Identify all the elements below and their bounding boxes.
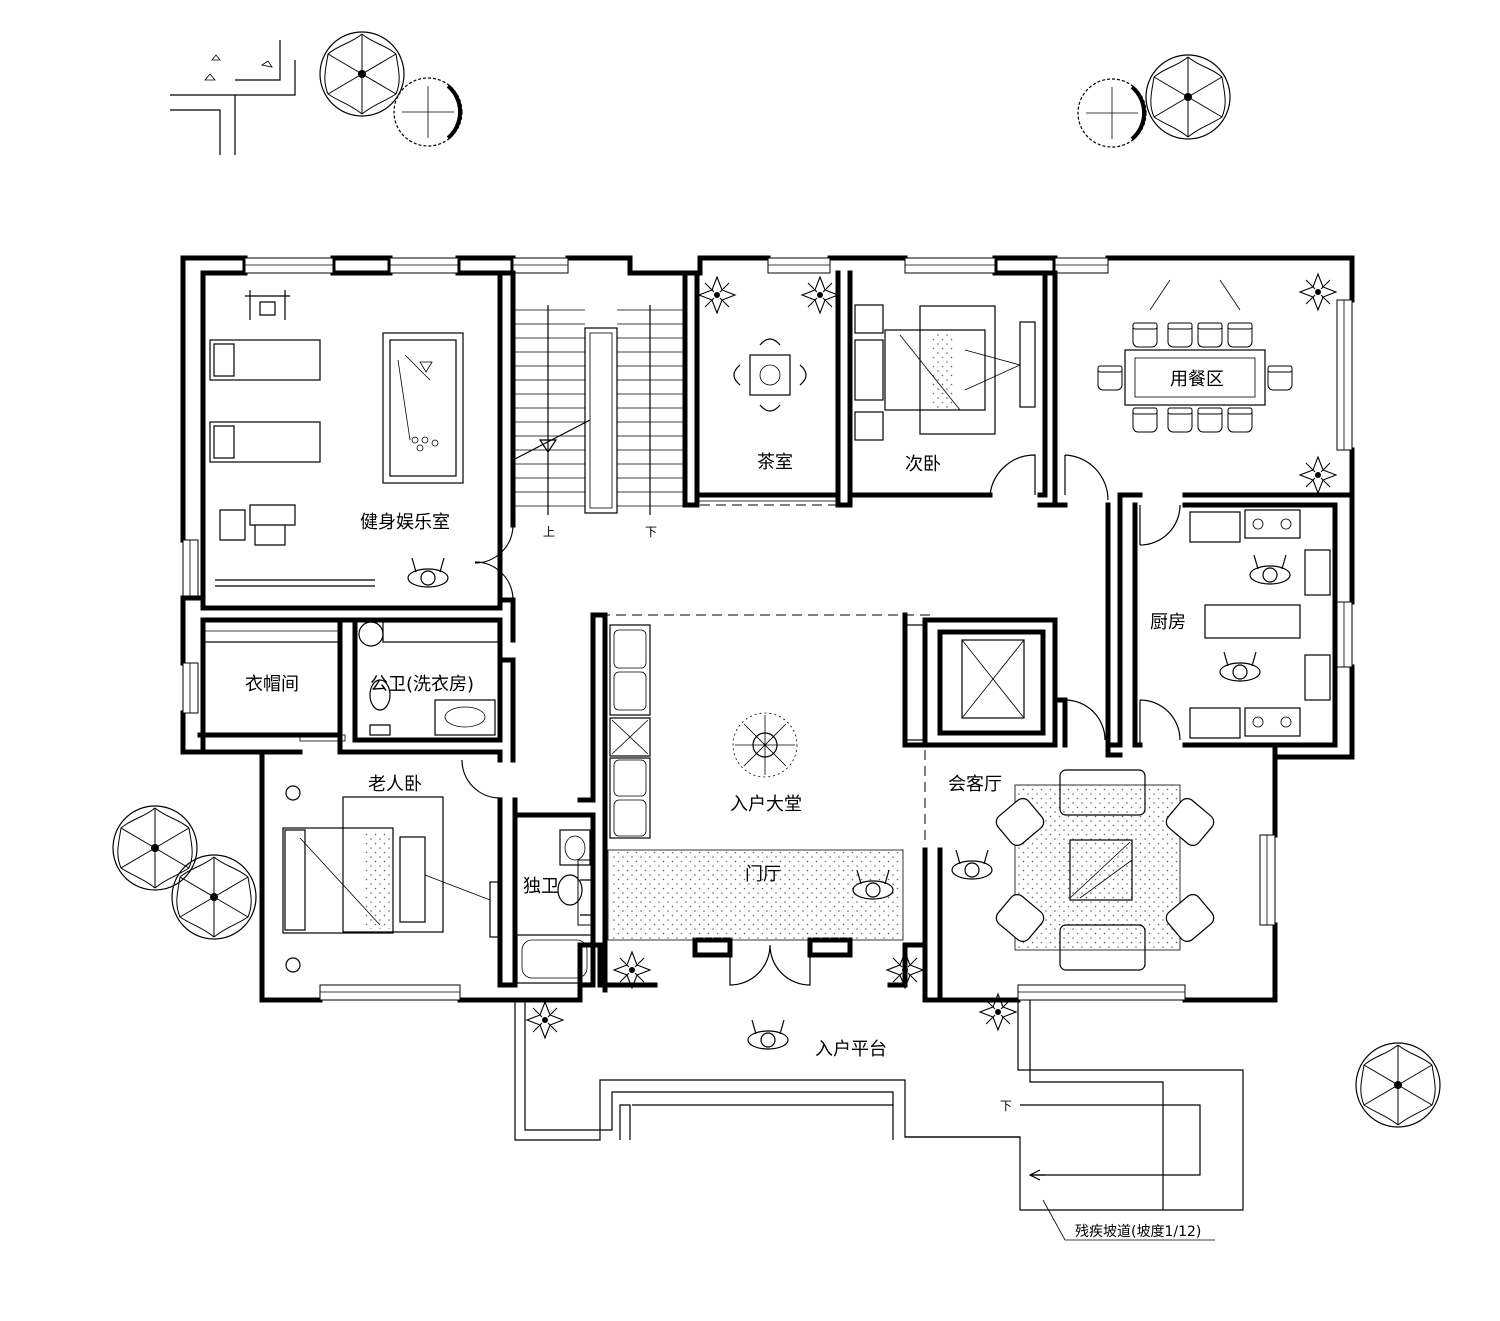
windows <box>182 257 1353 1001</box>
lobby-furniture <box>607 624 926 989</box>
person-icon <box>951 849 993 880</box>
dashed-openings <box>600 504 930 845</box>
label-second-bedroom: 次卧 <box>905 454 941 475</box>
plant-icon <box>1299 273 1337 311</box>
stairs-down-label: 下 <box>645 525 657 539</box>
label-public-bath: 公卫(洗衣房) <box>370 674 474 695</box>
person-icon <box>407 557 449 588</box>
private-bath-furniture <box>516 829 651 1039</box>
label-lobby: 入户大堂 <box>730 794 802 815</box>
shrub-icon <box>1076 77 1148 149</box>
cloakroom-furniture <box>202 619 499 736</box>
person-icon <box>747 1019 789 1050</box>
entry-platform: 下 残疾坡道(坡度1/12) <box>514 1000 1244 1241</box>
site-decoration <box>112 31 1441 1128</box>
elevator <box>961 639 1025 719</box>
dining-furniture <box>1097 273 1337 494</box>
tree-icon <box>319 31 405 117</box>
plant-icon <box>801 276 839 314</box>
person-icon <box>1249 554 1291 585</box>
second-bedroom-furniture <box>854 304 1036 441</box>
shrub-icon <box>392 76 464 148</box>
label-cloakroom: 衣帽间 <box>245 674 299 695</box>
kitchen-furniture <box>1189 509 1331 739</box>
tree-icon <box>1145 54 1231 140</box>
label-tea-room: 茶室 <box>757 452 793 473</box>
label-dining: 用餐区 <box>1170 369 1224 390</box>
ramp-down-label: 下 <box>1000 1099 1012 1113</box>
staircase: 上 下 <box>512 305 685 539</box>
tree-icon <box>112 805 198 891</box>
tree-icon <box>171 854 257 940</box>
plant-icon <box>526 1001 564 1039</box>
label-fitness: 健身娱乐室 <box>360 512 450 533</box>
room-labels: 健身娱乐室 茶室 次卧 用餐区 厨房 衣帽间 公卫(洗衣房) 老人卧 独卫 入户… <box>245 369 1224 1060</box>
label-private-bath: 独卫 <box>523 876 559 897</box>
label-kitchen: 厨房 <box>1150 612 1186 633</box>
garden-path <box>170 40 296 155</box>
tree-icon <box>1355 1042 1441 1128</box>
doors <box>299 454 1181 986</box>
fitness-furniture <box>209 290 464 588</box>
label-elder-bedroom: 老人卧 <box>368 774 422 795</box>
elder-bedroom-furniture <box>282 785 499 973</box>
plant-icon <box>698 276 736 314</box>
plant-icon <box>1299 456 1337 494</box>
person-icon <box>1219 651 1261 682</box>
label-foyer: 门厅 <box>745 864 781 885</box>
garden-stones <box>204 54 273 81</box>
tea-room-furniture <box>698 276 839 412</box>
ramp-note: 残疾坡道(坡度1/12) <box>1075 1224 1201 1240</box>
label-living: 会客厅 <box>948 774 1002 795</box>
label-entry-platform: 入户平台 <box>815 1039 887 1060</box>
living-room-furniture <box>951 769 1215 1031</box>
stairs-up-label: 上 <box>543 525 555 539</box>
